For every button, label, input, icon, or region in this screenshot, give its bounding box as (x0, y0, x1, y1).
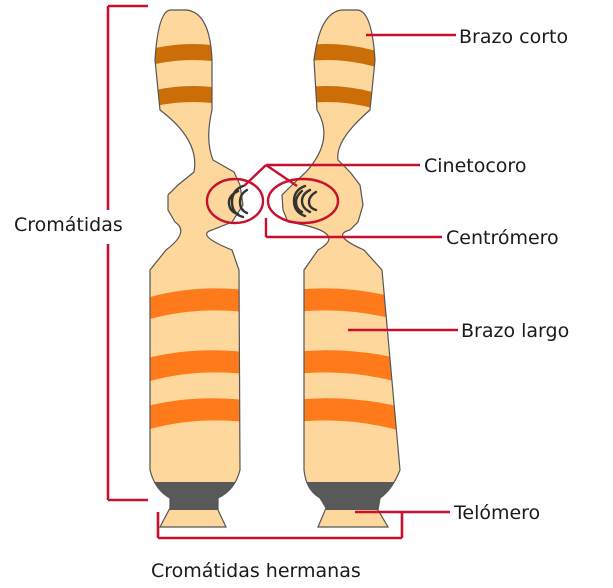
label-cromatidas: Cromátidas (14, 214, 123, 236)
leader-cinetocoro-left (244, 165, 266, 186)
label-telomero: Telómero (453, 502, 540, 524)
telomere-band (140, 482, 245, 510)
label-centromero: Centrómero (446, 227, 559, 249)
cromatidas-bracket (108, 6, 148, 500)
label-brazo-corto: Brazo corto (459, 26, 568, 48)
telomere-band (295, 482, 405, 510)
chromatid-right (282, 10, 405, 527)
label-cromatidas-hermanas: Cromátidas hermanas (151, 560, 361, 582)
label-brazo-largo: Brazo largo (461, 320, 569, 342)
label-cinetocoro: Cinetocoro (424, 155, 526, 177)
chromatid-left (140, 10, 245, 527)
